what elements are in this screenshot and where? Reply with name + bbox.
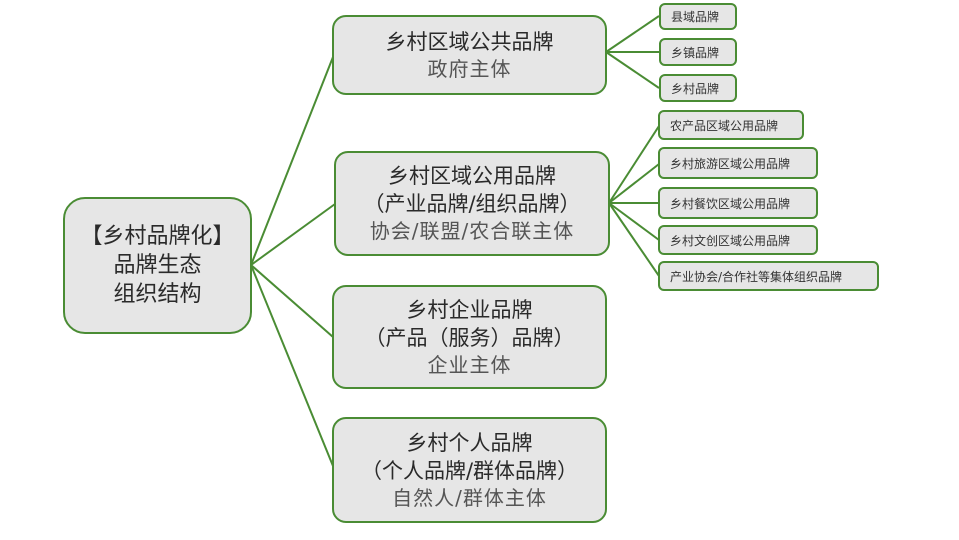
- branch-node-enterprise-brand: 乡村企业品牌 （产品（服务）品牌） 企业主体: [332, 285, 607, 389]
- connector-root-branch-1: [250, 56, 334, 266]
- branch-node-shared-brand: 乡村区域公用品牌 （产业品牌/组织品牌） 协会/联盟/农合联主体: [334, 151, 610, 256]
- branch-subtitle: （个人品牌/群体品牌）: [360, 458, 579, 483]
- leaf-node: 农产品区域公用品牌: [658, 110, 804, 140]
- leaf-node: 产业协会/合作社等集体组织品牌: [658, 261, 879, 291]
- connector-b2-leaf-4: [608, 202, 660, 241]
- branch-subtitle: （产品（服务）品牌）: [364, 325, 575, 350]
- leaf-label: 县域品牌: [671, 10, 720, 24]
- branch-title: 乡村企业品牌: [406, 297, 533, 322]
- connector-root-branch-4: [250, 264, 334, 467]
- leaf-label: 乡村餐饮区域公用品牌: [670, 196, 791, 211]
- leaf-label: 乡村品牌: [671, 81, 720, 96]
- root-line-2: 品牌生态: [113, 253, 202, 278]
- leaf-label: 农产品区域公用品牌: [670, 118, 779, 133]
- leaf-node: 乡镇品牌: [659, 38, 737, 66]
- root-title: 【乡村品牌化】: [80, 224, 235, 249]
- branch-subject: 自然人/群体主体: [392, 485, 547, 510]
- leaf-node: 乡村旅游区域公用品牌: [658, 147, 818, 179]
- branch-subject: 政府主体: [427, 56, 512, 81]
- branch-node-public-brand: 乡村区域公共品牌 政府主体: [332, 15, 607, 95]
- leaf-node: 乡村品牌: [659, 74, 737, 102]
- branch-subtitle: （产业品牌/组织品牌）: [363, 192, 581, 216]
- leaf-label: 产业协会/合作社等集体组织品牌: [670, 269, 843, 284]
- branch-title: 乡村区域公共品牌: [385, 29, 554, 54]
- leaf-node: 乡村餐饮区域公用品牌: [658, 187, 818, 219]
- connector-b2-leaf-1: [608, 125, 660, 204]
- connector-b1-leaf-1: [605, 15, 660, 53]
- connector-b1-leaf-3: [605, 51, 660, 89]
- leaf-label: 乡村文创区域公用品牌: [670, 233, 791, 248]
- branch-title: 乡村区域公用品牌: [388, 164, 556, 188]
- root-line-3: 组织结构: [113, 282, 202, 307]
- leaf-node: 县域品牌: [659, 3, 737, 30]
- leaf-label: 乡镇品牌: [671, 45, 720, 60]
- branch-subject: 企业主体: [427, 352, 512, 377]
- branch-subject: 协会/联盟/农合联主体: [369, 219, 575, 243]
- leaf-label: 乡村旅游区域公用品牌: [670, 156, 791, 171]
- leaf-node: 乡村文创区域公用品牌: [658, 225, 818, 255]
- connector-b2-leaf-2: [608, 163, 660, 204]
- branch-node-personal-brand: 乡村个人品牌 （个人品牌/群体品牌） 自然人/群体主体: [332, 417, 607, 523]
- connector-b2-leaf-5: [608, 202, 660, 277]
- root-node: 【乡村品牌化】 品牌生态 组织结构: [63, 197, 252, 334]
- connector-root-branch-2: [250, 203, 336, 266]
- connector-root-branch-3: [250, 264, 334, 338]
- branch-title: 乡村个人品牌: [406, 430, 533, 455]
